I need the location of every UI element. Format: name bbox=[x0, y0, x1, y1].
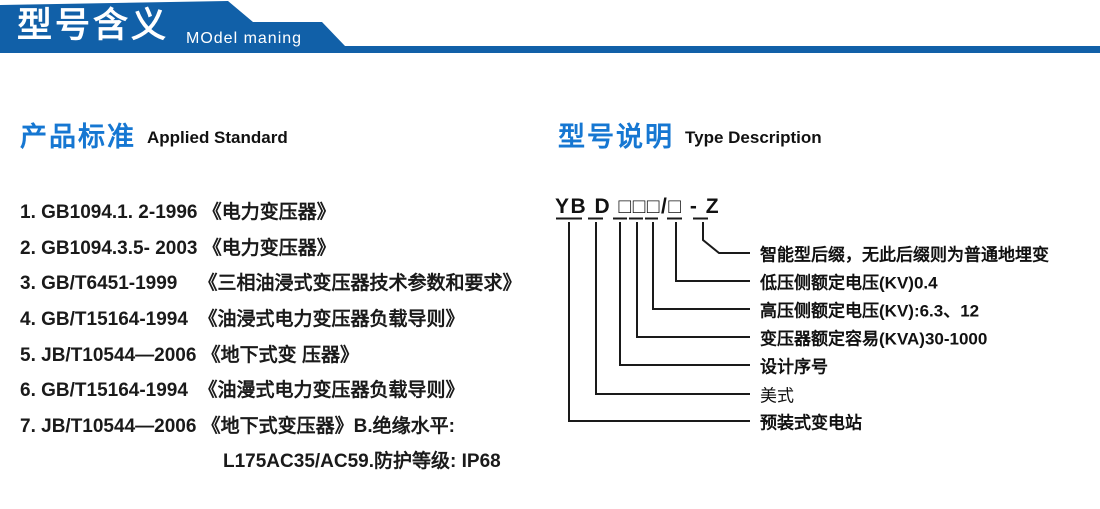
line-box3 bbox=[652, 222, 750, 310]
standard-item-7-continuation: L175AC35/AC59.防护等级: IP68 bbox=[223, 451, 501, 473]
tree-label-american-style: 美式 bbox=[760, 386, 794, 406]
tree-label-hv-voltage: 高压侧额定电压(KV):6.3、12 bbox=[760, 301, 980, 321]
standards-list: 1. GB1094.1. 2-1996 《电力变压器》 2. GB1094.3.… bbox=[20, 193, 522, 478]
type-description-heading-en: Type Description bbox=[685, 127, 822, 147]
applied-standard-heading-en: Applied Standard bbox=[147, 127, 288, 147]
standard-item-2: 2. GB1094.3.5- 2003 《电力变压器》 bbox=[20, 237, 336, 259]
tree-label-design-serial: 设计序号 bbox=[760, 357, 828, 377]
type-description-heading-cn: 型号说明 bbox=[558, 122, 674, 152]
standard-item-3: 3. GB/T6451-1999 《三相油浸式变压器技术参数和要求》 bbox=[20, 273, 522, 295]
tree-label-prefab-substation: 预装式变电站 bbox=[760, 413, 862, 433]
line-box2 bbox=[636, 222, 750, 338]
standard-item-1: 1. GB1094.1. 2-1996 《电力变压器》 bbox=[20, 202, 336, 224]
tree-label-smart-suffix: 智能型后缀，无此后缀则为普通地埋变 bbox=[760, 245, 1049, 265]
page-subtitle: MOdel maning bbox=[186, 30, 303, 47]
banner-polygon bbox=[0, 1, 1100, 53]
tree-label-lv-voltage: 低压侧额定电压(KV)0.4 bbox=[760, 273, 938, 293]
standard-item-5: 5. JB/T10544—2006 《地下式变 压器》 bbox=[20, 344, 359, 366]
page-title: 型号含义 bbox=[17, 6, 170, 45]
standard-item-7: 7. JB/T10544—2006 《地下式变压器》B.绝缘水平: bbox=[20, 415, 456, 437]
tree-label-rated-capacity: 变压器额定容易(KVA)30-1000 bbox=[760, 329, 988, 349]
line-d bbox=[595, 222, 750, 395]
type-description-heading: 型号说明 Type Description bbox=[558, 115, 822, 154]
standard-item-4: 4. GB/T15164-1994 《油浸式电力变压器负载导则》 bbox=[20, 309, 465, 331]
applied-standard-heading: 产品标准 Applied Standard bbox=[20, 115, 288, 154]
line-yb bbox=[568, 222, 750, 422]
model-code: YB D □□□/□ - Z bbox=[555, 195, 721, 218]
standard-item-6: 6. GB/T15164-1994 《油漫式电力变压器负载导则》 bbox=[20, 380, 465, 402]
applied-standard-heading-cn: 产品标准 bbox=[20, 122, 136, 152]
line-box1 bbox=[619, 222, 750, 366]
line-z bbox=[702, 222, 750, 254]
banner-shape bbox=[0, 1, 1100, 53]
line-box4 bbox=[675, 222, 750, 282]
